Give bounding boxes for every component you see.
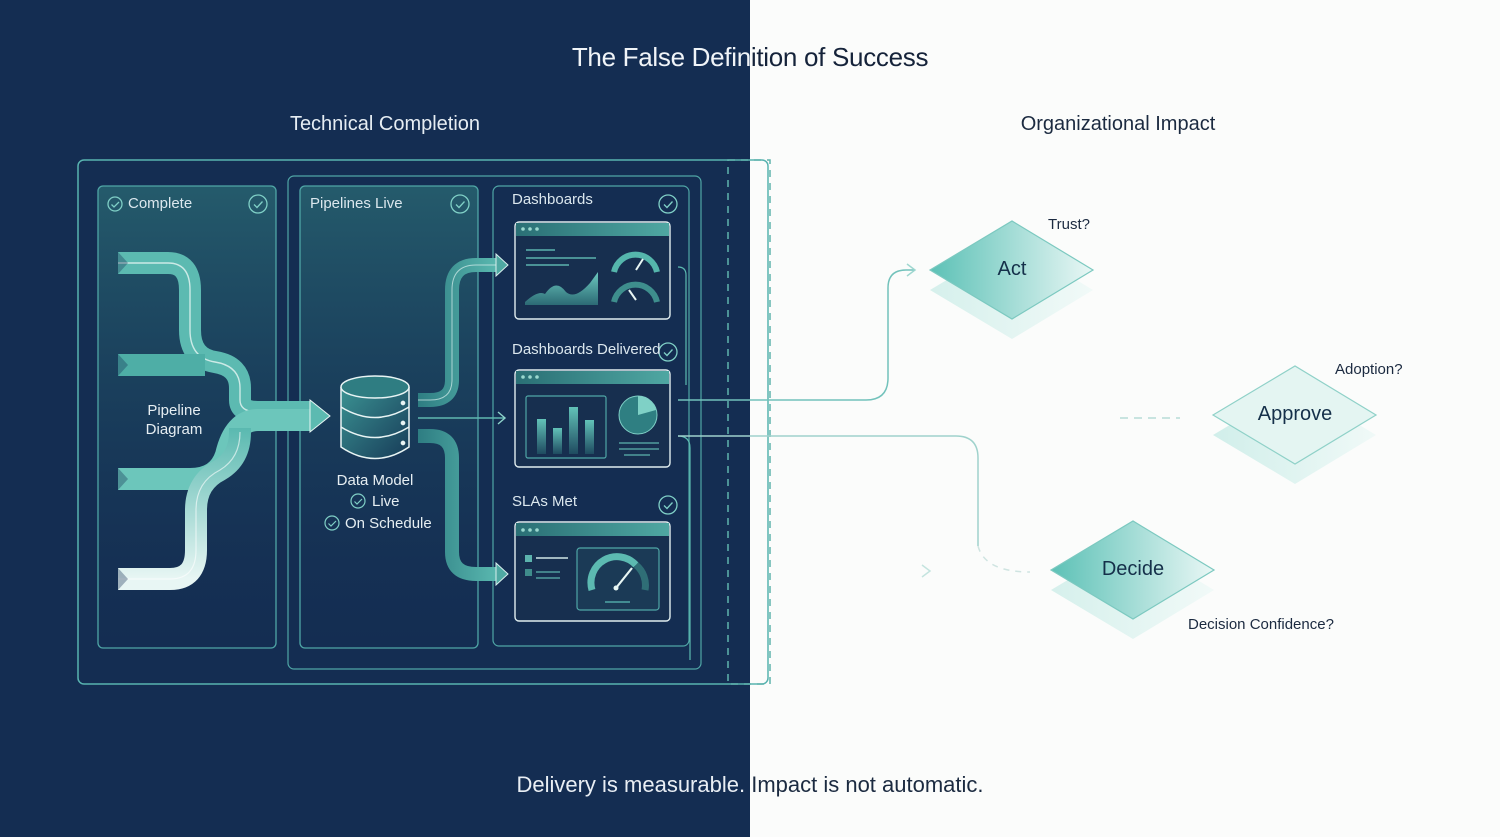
title-right-part: ition of Success (750, 42, 929, 72)
dashboard-bar-pie-icon (514, 369, 671, 468)
panel-pipelines-label: Pipelines Live (310, 195, 403, 212)
act-node[interactable] (928, 220, 1095, 339)
approve-node-label: Approve (1257, 403, 1333, 425)
footer-left-part: Delivery is measurable. (516, 772, 746, 797)
check-circle-icon (658, 342, 678, 362)
connector-bracket (677, 266, 687, 385)
outputs-frame (492, 185, 690, 647)
connector-bracket (677, 435, 691, 660)
title-left-part: The False Defin (571, 42, 751, 72)
check-circle-icon (350, 493, 366, 509)
decide-node[interactable] (1049, 520, 1216, 639)
pipeline-flow-icon (118, 252, 331, 590)
technical-completion-heading: Technical Completion (289, 113, 481, 135)
page-title: The False Definition of Success (0, 42, 1500, 73)
approve-node[interactable] (1211, 365, 1378, 484)
data-model-check-live: Live (372, 493, 400, 510)
dashboard-gauges-icon (514, 221, 671, 320)
output-slas-met-label: SLAs Met (512, 493, 578, 510)
output-dashboards-label: Dashboards (512, 191, 593, 208)
act-node-label: Act (997, 258, 1027, 280)
database-icon (340, 375, 410, 460)
impact-connectors (678, 263, 1180, 578)
check-circle-icon (658, 495, 678, 515)
footer-caption: Delivery is measurable. Impact is not au… (0, 772, 1500, 798)
check-circle-icon (107, 196, 123, 212)
panel-complete-label: Complete (128, 195, 193, 212)
check-circle-icon (324, 515, 340, 531)
data-model-check-schedule: On Schedule (345, 515, 432, 532)
output-dashboards-delivered-label: Dashboards Delivered (512, 341, 661, 358)
footer-right-part: Impact is not automatic. (745, 772, 984, 797)
check-circle-icon (658, 194, 678, 214)
technical-outer-frame (77, 159, 769, 685)
organizational-impact-heading: Organizational Impact (1020, 113, 1216, 135)
dashed-boundary (727, 159, 771, 685)
dashboard-speedometer-icon (514, 521, 671, 622)
check-circle-icon (450, 194, 470, 214)
approve-question: Adoption? (1335, 361, 1403, 378)
decide-node-label: Decide (1101, 558, 1165, 580)
pipeline-diagram-label-line1: Pipeline (147, 402, 201, 419)
data-flow-pipes (418, 252, 509, 587)
data-model-label: Data Model (336, 472, 414, 489)
decide-question: Decision Confidence? (1188, 616, 1334, 633)
act-question: Trust? (1048, 216, 1090, 233)
check-circle-icon (248, 194, 268, 214)
pipeline-diagram-label-line2: Diagram (145, 421, 203, 438)
